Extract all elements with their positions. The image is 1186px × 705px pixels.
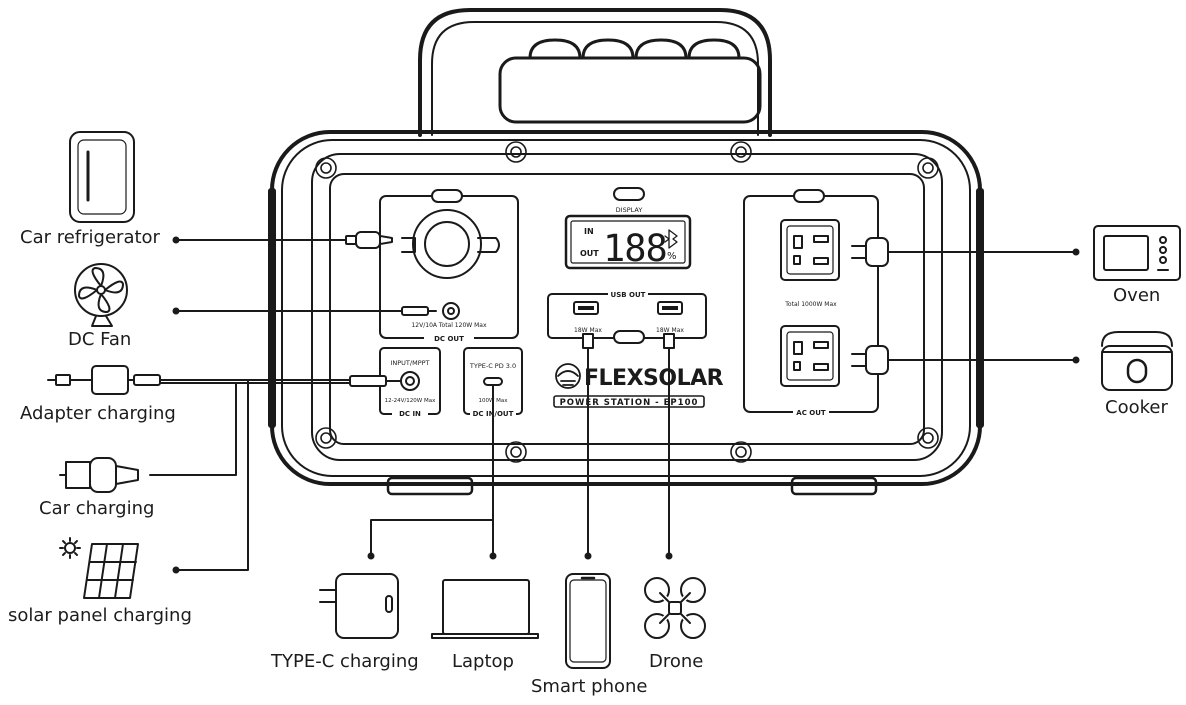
usb-plug-1 <box>582 333 594 349</box>
sun-logo-icon <box>555 363 581 389</box>
cables <box>149 231 1080 574</box>
ac-power-button[interactable] <box>793 189 825 203</box>
usb-power-button[interactable] <box>613 330 645 344</box>
display-button[interactable] <box>613 187 645 201</box>
ac-plug-1 <box>851 237 889 267</box>
model-name: POWER STATION - EP100 <box>560 398 699 408</box>
laptop-icon <box>431 579 539 639</box>
label-drone: Drone <box>649 651 704 672</box>
dc5521-port[interactable] <box>442 302 460 320</box>
usb-plug-2 <box>663 333 675 349</box>
dc-in-port[interactable] <box>400 371 420 391</box>
screws <box>315 141 939 463</box>
cooker-icon <box>1101 331 1173 391</box>
label-adapter-charging: Adapter charging <box>20 403 176 424</box>
ac-out-label: AC OUT <box>796 409 826 417</box>
dc-out-spec: 12V/10A Total 120W Max <box>411 322 486 329</box>
label-typec-charging: TYPE-C charging <box>271 651 419 672</box>
brand: FLEXSOLAR POWER STATION - EP100 <box>553 363 724 408</box>
typec-port[interactable] <box>483 377 503 386</box>
handle-grip[interactable] <box>498 38 762 124</box>
fan-icon <box>74 263 128 327</box>
ac-outlet-2[interactable] <box>780 325 840 387</box>
cigarette-plug <box>345 231 393 249</box>
label-oven: Oven <box>1113 285 1161 306</box>
oven-icon <box>1093 225 1181 281</box>
dc-in-plug <box>349 375 401 387</box>
cigarette-lighter-socket[interactable] <box>401 209 500 279</box>
label-smart-phone: Smart phone <box>531 676 648 697</box>
smart-phone-icon <box>565 573 611 669</box>
adapter-icon <box>47 365 161 395</box>
input-spec: 12-24V/120W Max <box>385 398 436 404</box>
label-solar-panel-charging: solar panel charging <box>8 605 192 626</box>
dc-out-power-button[interactable] <box>431 189 463 203</box>
label-dc-fan: DC Fan <box>68 329 132 350</box>
lcd-in: IN <box>584 227 594 236</box>
display-label: DISPLAY <box>616 206 643 214</box>
drone-icon <box>644 577 706 639</box>
lcd-value: 188 <box>603 227 667 270</box>
lcd-out: OUT <box>580 249 599 258</box>
label-cooker: Cooker <box>1105 397 1168 418</box>
dc-out-module: 12V/10A Total 120W Max DC OUT <box>379 189 519 343</box>
usb-spec-1: 18W Max <box>574 327 602 334</box>
dc-fan-plug <box>401 306 429 316</box>
car-charger-icon <box>59 457 139 493</box>
usb-out-label: USB OUT <box>611 291 646 299</box>
display-module: DISPLAY IN OUT 188 % <box>564 187 692 270</box>
lcd-percent: % <box>667 251 677 262</box>
label-car-charging: Car charging <box>39 498 155 519</box>
dc-in-module: INPUT/MPPT 12-24V/120W Max DC IN <box>379 347 441 418</box>
usb-port-1[interactable] <box>573 301 599 315</box>
lcd-screen <box>564 214 692 270</box>
usb-out-module: USB OUT 18W Max 18W Max <box>547 288 707 344</box>
brand-name: FLEXSOLAR <box>584 366 724 391</box>
dc-in-label: DC IN <box>399 410 421 418</box>
ac-out-module: Total 1000W Max AC OUT <box>743 189 879 417</box>
solar-panel-icon <box>59 537 139 599</box>
typec-charger-icon <box>319 573 399 639</box>
input-label: INPUT/MPPT <box>390 359 429 367</box>
typec-label: TYPE-C PD 3.0 <box>469 362 516 370</box>
usb-port-2[interactable] <box>657 301 683 315</box>
ac-outlet-1[interactable] <box>780 219 840 281</box>
car-refrigerator-icon <box>69 131 135 223</box>
ac-spec: Total 1000W Max <box>784 301 837 308</box>
ac-plug-2 <box>851 345 889 375</box>
bluetooth-icon <box>664 229 678 249</box>
label-car-refrigerator: Car refrigerator <box>20 227 160 248</box>
label-laptop: Laptop <box>452 651 514 672</box>
power-station: 12V/10A Total 120W Max DC OUT INPUT/MPPT… <box>268 8 984 496</box>
usb-spec-2: 18W Max <box>656 327 684 334</box>
dc-out-label: DC OUT <box>434 335 464 343</box>
